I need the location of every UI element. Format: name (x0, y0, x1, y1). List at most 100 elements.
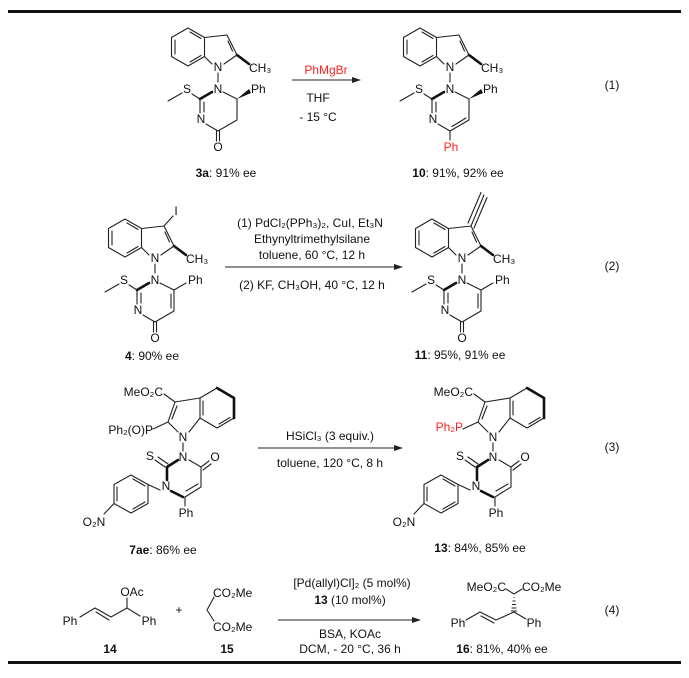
atom-s: S (120, 273, 128, 287)
atom-s: S (456, 449, 464, 463)
reaction-1: N N N O S Ph CH₃ 3a: 91% ee PhMgBr THF -… (166, 26, 620, 180)
group-ch3: CH₃ (481, 61, 503, 75)
atom-n: N (214, 60, 223, 74)
atom-n: N (446, 82, 455, 96)
compound-4-structure: N N N O S Ph CH₃ I (103, 204, 208, 345)
compound-label-7ae: 7ae: 86% ee (129, 543, 197, 557)
reaction-arrow (278, 617, 421, 623)
compound-label-4: 4: 90% ee (125, 349, 179, 363)
compound-13-structure: MeO₂C Ph₂P N N N S O Ph O₂N (393, 385, 546, 529)
condition-deprotection: (2) KF, CH₃OH, 40 °C, 12 h (239, 278, 385, 292)
group-phosphine-oxide: Ph₂(O)P (108, 423, 153, 437)
atom-o: O (457, 331, 466, 345)
group-ester: MeO₂C (124, 385, 164, 399)
compound-label-3a: 3a: 91% ee (196, 166, 257, 180)
compound-label-16: 16: 81%, 40% ee (456, 642, 548, 656)
group-nitro: O₂N (393, 515, 416, 529)
atom-n: N (441, 303, 450, 317)
compound-label-13: 13: 84%, 85% ee (434, 541, 526, 555)
compound-11-structure: N N N O S Ph CH₃ (410, 191, 515, 345)
atom-n: N (134, 303, 143, 317)
group-ch3: CH₃ (186, 252, 208, 266)
group-ph: Ph (527, 616, 542, 630)
condition-temperature: - 15 °C (299, 110, 337, 124)
reaction-arrow (292, 77, 361, 83)
bottom-rule (8, 661, 681, 664)
atom-n: N (489, 450, 498, 464)
group-ester: CO₂Me (213, 620, 253, 634)
atom-n: N (151, 251, 160, 265)
group-nitro: O₂N (83, 515, 106, 529)
group-ph: Ph (489, 506, 504, 520)
group-ester: CO₂Me (522, 580, 562, 594)
group-ph: Ph (142, 614, 157, 628)
reaction-4: Ph OAc Ph 14 + CO₂Me CO₂Me 15 [Pd(allyl)… (63, 576, 620, 656)
atom-o: O (210, 450, 219, 464)
group-ph: Ph (251, 82, 266, 96)
atom-n: N (162, 479, 171, 493)
atom-n: N (472, 479, 481, 493)
atom-n: N (214, 82, 223, 96)
atom-o: O (150, 331, 159, 345)
atom-n: N (179, 450, 188, 464)
atom-n: N (446, 60, 455, 74)
compound-10-structure: N N N S Ph CH₃ Ph (398, 26, 503, 154)
condition-ligand: 13 (10 mol%) (314, 593, 385, 607)
compound-3a-structure: N N N O S Ph CH₃ (166, 26, 271, 154)
group-ester: MeO₂C (434, 385, 474, 399)
reaction-arrow (258, 445, 403, 451)
atom-i: I (174, 204, 177, 218)
compound-label-11: 11: 95%, 91% ee (415, 348, 506, 362)
condition-solvent: THF (306, 91, 329, 105)
reaction-3: MeO₂C Ph₂(O)P N N N S O Ph O₂N 7ae: 86% … (83, 385, 620, 557)
compound-15-structure: CO₂Me CO₂Me (206, 586, 253, 634)
atom-n: N (151, 273, 160, 287)
group-ph: Ph (63, 614, 78, 628)
compound-14-structure: Ph OAc Ph (63, 585, 157, 628)
atom-o: O (520, 450, 529, 464)
condition-catalyst: [Pd(allyl)Cl]₂ (5 mol%) (293, 576, 410, 590)
atom-n: N (197, 112, 206, 126)
group-ph: Ph (495, 273, 510, 287)
condition-base: BSA, KOAc (319, 627, 381, 641)
condition-solvent: toluene, 60 °C, 12 h (259, 248, 365, 262)
group-ph: Ph (188, 273, 203, 287)
condition-solvent: DCM, - 20 °C, 36 h (299, 642, 401, 656)
group-ester: CO₂Me (213, 586, 253, 600)
group-ch3: CH₃ (249, 61, 271, 75)
equation-number: (1) (605, 78, 620, 92)
plus-sign: + (175, 603, 182, 617)
compound-label-15: 15 (220, 642, 234, 656)
reagent-phmgbr: PhMgBr (304, 63, 347, 77)
condition-catalyst: (1) PdCl₂(PPh₃)₂, CuI, Et₃N (237, 216, 383, 230)
compound-7ae-structure: MeO₂C Ph₂(O)P N N N S O Ph O₂N (83, 385, 236, 529)
top-rule (8, 10, 681, 13)
condition-reagent: HSiCl₃ (3 equiv.) (286, 429, 374, 443)
atom-o: O (213, 140, 222, 154)
new-group-ph: Ph (444, 140, 459, 154)
condition-reagent: Ethynyltrimethylsilane (254, 232, 370, 246)
group-ph: Ph (179, 506, 194, 520)
group-phosphine: Ph₂P (436, 420, 463, 434)
compound-label-10: 10: 91%, 92% ee (412, 166, 504, 180)
atom-s: S (146, 449, 154, 463)
group-ph: Ph (451, 616, 466, 630)
group-ester: MeO₂C (467, 580, 507, 594)
equation-number: (4) (605, 603, 620, 617)
atom-s: S (415, 82, 423, 96)
equation-number: (2) (605, 259, 620, 273)
reaction-arrow (225, 264, 403, 270)
atom-s: S (183, 82, 191, 96)
compound-label-14: 14 (103, 642, 117, 656)
atom-n: N (458, 251, 467, 265)
group-ch3: CH₃ (493, 252, 515, 266)
reaction-2: N N N O S Ph CH₃ I 4: 90% ee (1) PdCl₂(P… (103, 191, 620, 363)
atom-n: N (429, 112, 438, 126)
atom-s: S (427, 273, 435, 287)
atom-n: N (179, 430, 188, 444)
equation-number: (3) (605, 440, 620, 454)
compound-16-structure: MeO₂C CO₂Me Ph Ph (451, 580, 562, 630)
group-oac: OAc (120, 585, 143, 599)
